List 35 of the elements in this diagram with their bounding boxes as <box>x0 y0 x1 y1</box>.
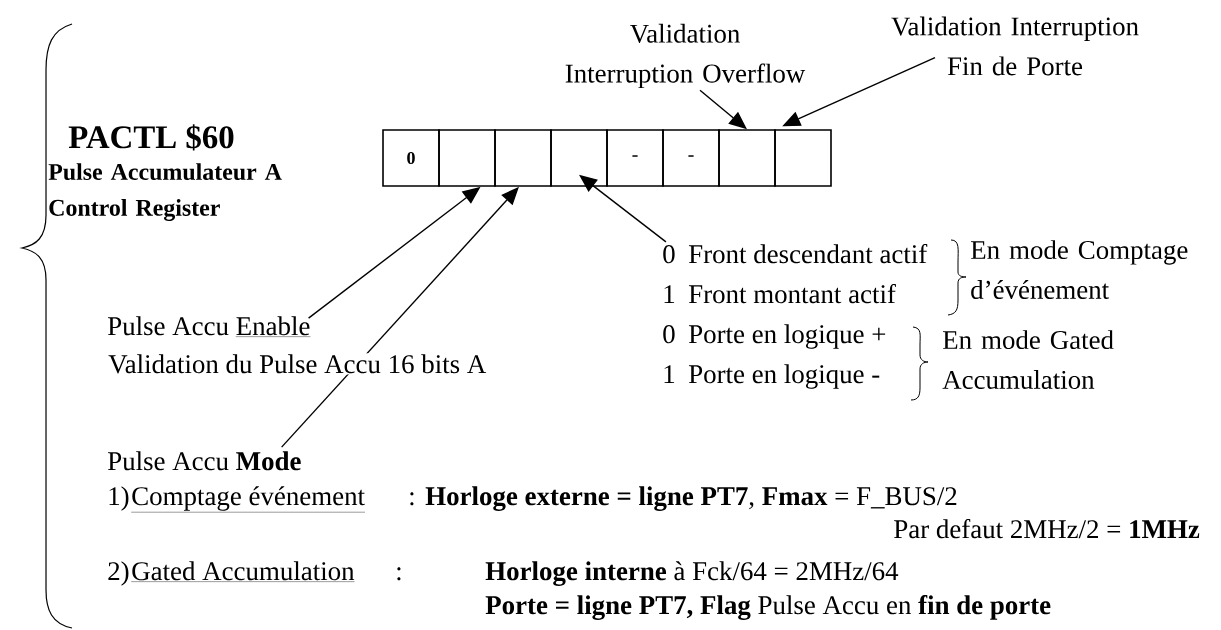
bit-meaning: Front descendant actif <box>689 244 928 264</box>
mode-name: Comptage événement <box>131 486 366 513</box>
mode-note: En mode Comptage d’événement <box>971 240 1188 299</box>
colon: : <box>410 492 414 506</box>
list-number: 1) <box>109 486 129 511</box>
bit-value: 0 <box>663 245 675 264</box>
register-bit: - <box>662 129 720 187</box>
callout-text: Pulse Accu Enable <box>108 316 311 337</box>
register-bit <box>550 129 608 187</box>
description-text: Par defaut 2MHz/2 = 1MHz <box>894 519 1200 539</box>
register-bit: 0 <box>382 129 440 187</box>
bit-meaning: Porte en logique - <box>689 364 880 389</box>
register-bit <box>774 129 832 187</box>
callout-text: Validation Interruption Fin de Porte <box>891 16 1139 76</box>
register-name: PACTL $60 <box>68 124 234 151</box>
bit-meaning: Front montant actif <box>689 284 896 304</box>
description-text: Porte = ligne PT7, Flag Pulse Accu en fin de porte <box>485 595 1051 620</box>
register-description: Pulse Accumulateur A Control Register <box>48 163 282 221</box>
colon: : <box>397 567 401 581</box>
callout-text: Validation Interruption Overflow <box>565 23 806 89</box>
bit-meaning: Porte en logique + <box>689 324 886 349</box>
callout-text: Pulse Accu Mode <box>108 451 301 471</box>
mode-name: Gated Accumulation <box>131 561 355 582</box>
description-text: Horloge interne à Fck/64 = 2MHz/64 <box>485 561 899 586</box>
register-bit: - <box>606 129 664 187</box>
register-bit <box>494 129 552 187</box>
bit-value: 0 <box>663 325 675 344</box>
bit-value: 1 <box>664 365 675 383</box>
bit-value: 1 <box>664 285 675 303</box>
list-number: 2) <box>108 561 129 586</box>
register-bit <box>718 129 776 187</box>
description-text: Validation du Pulse Accu 16 bits A <box>107 353 488 375</box>
register-bit <box>438 129 496 187</box>
mode-note: En mode Gated Accumulation <box>942 330 1114 389</box>
description-text: Horloge externe = ligne PT7, Fmax = F_BUS/2 <box>425 486 957 511</box>
